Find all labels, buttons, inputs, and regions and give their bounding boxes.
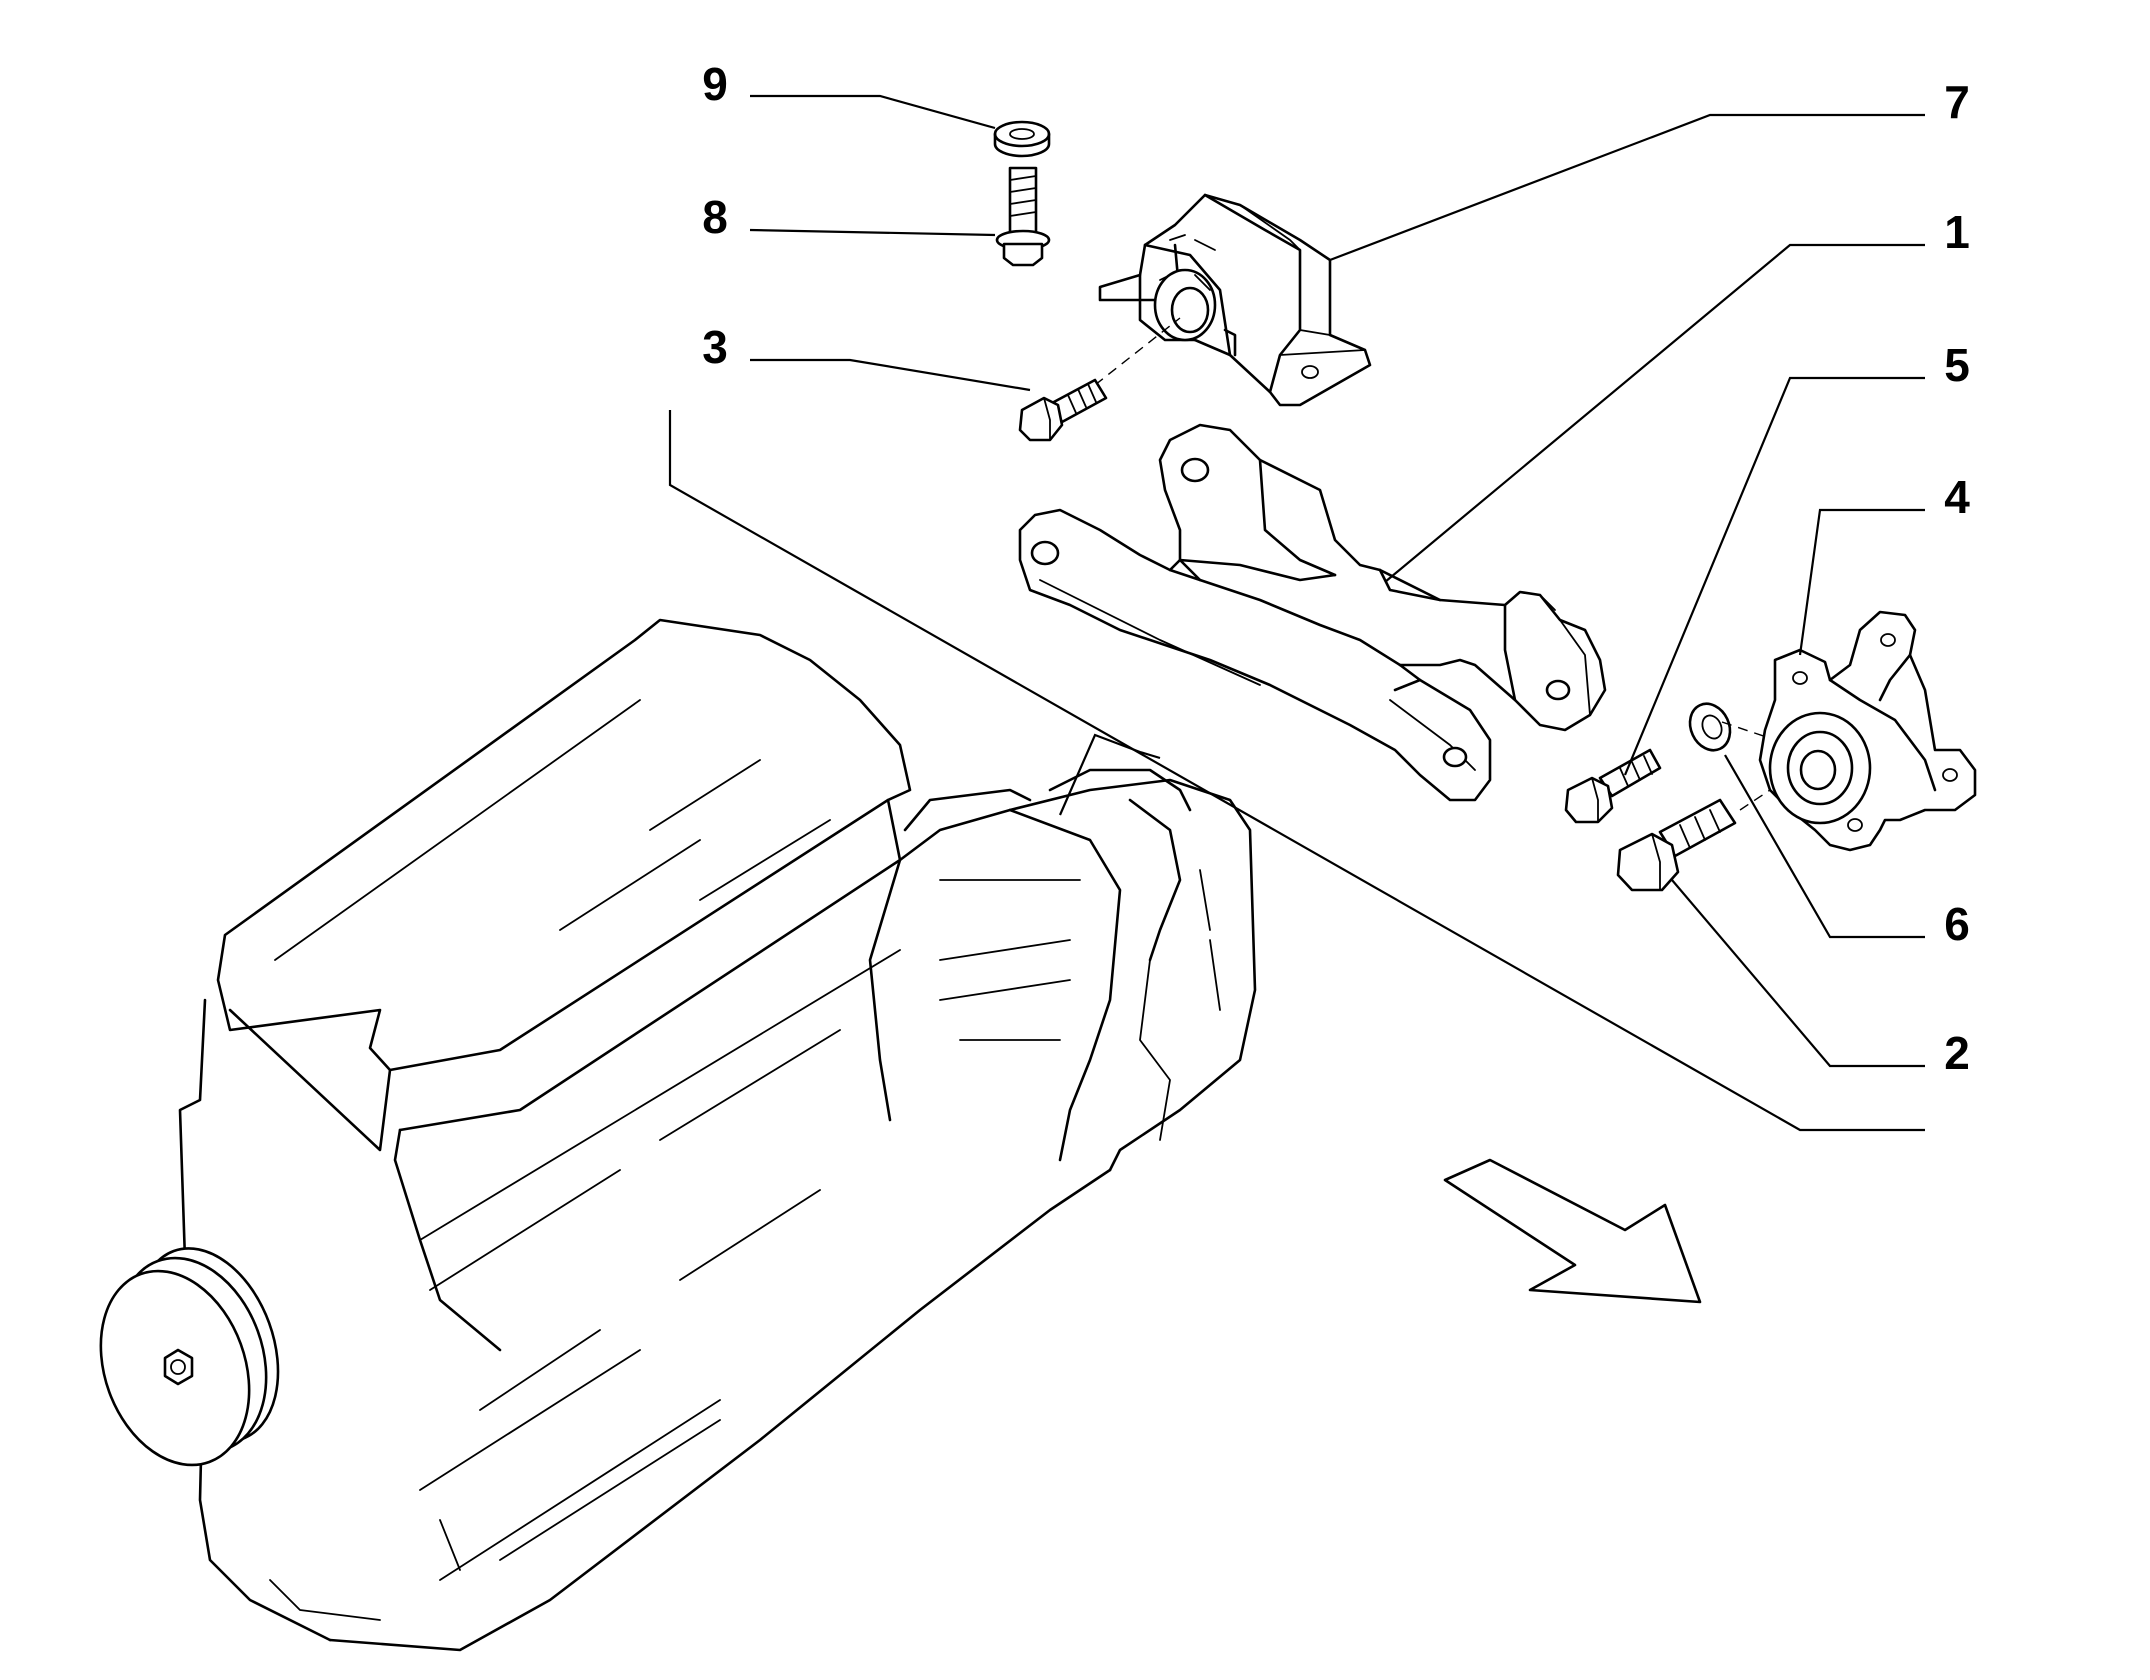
mount-plate-part (1758, 610, 1977, 852)
engine-block (99, 618, 1257, 1652)
callout-9: 9 (702, 58, 728, 110)
leader-6 (1724, 754, 1925, 939)
leader-8 (749, 228, 996, 237)
leader-7 (1329, 113, 1925, 262)
leader-3 (750, 358, 1031, 392)
washer-part (993, 120, 1051, 158)
callout-3: 3 (702, 321, 728, 373)
leader-lines (749, 94, 1925, 1068)
callout-5: 5 (1944, 339, 1970, 391)
callout-2: 2 (1944, 1027, 1970, 1079)
leader-4 (1798, 508, 1925, 656)
callout-6: 6 (1944, 898, 1970, 950)
callout-4: 4 (1944, 471, 1970, 523)
callout-1: 1 (1944, 206, 1970, 258)
centre-line (1094, 317, 1181, 386)
centre-line-3 (1739, 779, 1786, 811)
bracket-part (1018, 423, 1607, 802)
bolt-large-part (1616, 798, 1737, 892)
leader-2 (1671, 879, 1925, 1068)
bolt-medium-part (1564, 748, 1662, 824)
leader-9 (750, 94, 996, 130)
leader-5 (1623, 376, 1925, 776)
flange-bolt-part (995, 166, 1051, 267)
engine-mount-part (1098, 193, 1372, 407)
bolt-small-part (1018, 378, 1108, 442)
leader-1 (1384, 243, 1925, 583)
callout-7: 7 (1944, 76, 1970, 128)
callout-labels: 9 8 3 7 1 5 4 6 2 (702, 58, 1970, 1079)
washer-small-part (1688, 702, 1732, 752)
direction-arrow-icon (1443, 1158, 1702, 1304)
assembly-leader-line (668, 410, 1925, 1132)
assembly-leader-to-engine (1058, 733, 1161, 816)
callout-8: 8 (702, 191, 728, 243)
